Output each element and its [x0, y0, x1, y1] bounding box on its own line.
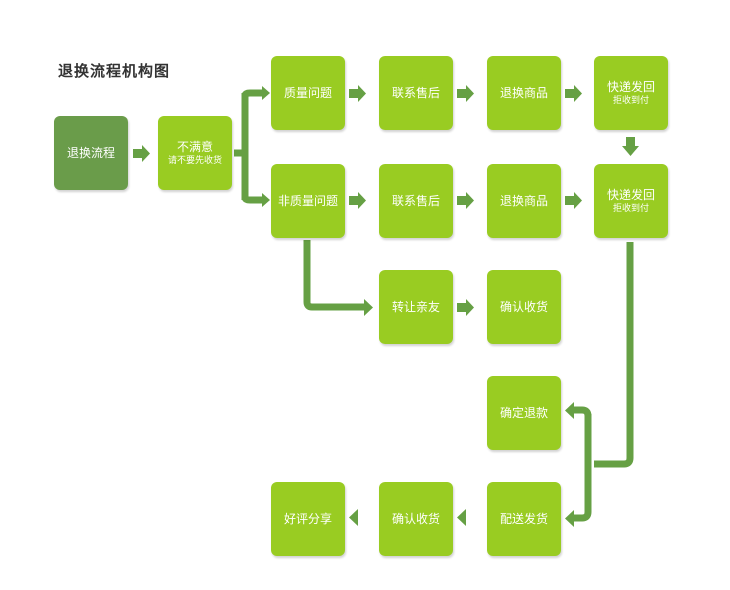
node-label: 转让亲友 — [391, 299, 440, 314]
node-good-review: 好评分享 — [271, 482, 345, 556]
node-label: 退换商品 — [499, 193, 548, 208]
node-sublabel: 拒收到付 — [612, 95, 649, 106]
node-ship-back-1: 快递发回 拒收到付 — [594, 56, 668, 130]
node-sublabel: 请不要先收货 — [167, 155, 222, 166]
node-label: 不满意 — [176, 139, 213, 154]
arrowhead-nonquality — [262, 193, 270, 207]
node-contact-service-2: 联系售后 — [379, 164, 453, 238]
node-contact-service-1: 联系售后 — [379, 56, 453, 130]
node-confirm-receipt-1: 确认收货 — [487, 270, 561, 344]
diagram-title: 退换流程机构图 — [58, 62, 171, 80]
node-label: 快递发回 — [606, 79, 655, 94]
node-label: 退换流程 — [66, 145, 115, 160]
arrow-r2-1 — [349, 192, 366, 209]
arrow-r2-2 — [457, 192, 474, 209]
arrow-r3-1 — [457, 299, 474, 316]
branch-bracket-bottom — [241, 196, 262, 204]
node-sublabel: 拒收到付 — [612, 203, 649, 214]
node-label: 确认收货 — [391, 511, 440, 526]
node-deliver: 配送发货 — [487, 482, 561, 556]
node-return-goods-2: 退换商品 — [487, 164, 561, 238]
arrow-down-shipback — [622, 137, 639, 156]
node-label: 质量问题 — [283, 85, 332, 100]
node-confirm-receipt-2: 确认收货 — [379, 482, 453, 556]
node-quality-issue: 质量问题 — [271, 56, 345, 130]
arrow-start-to-unsatisfied — [133, 145, 150, 162]
node-non-quality-issue: 非质量问题 — [271, 164, 345, 238]
branch-bracket-top — [241, 89, 262, 97]
node-label: 确认收货 — [499, 299, 548, 314]
arrow-bottom-2 — [349, 509, 358, 526]
arrow-r1-2 — [457, 85, 474, 102]
branch-bracket — [234, 93, 249, 200]
arrow-r1-3 — [565, 85, 582, 102]
node-label: 非质量问题 — [277, 193, 338, 208]
arrowhead-quality — [262, 86, 270, 100]
node-start: 退换流程 — [54, 116, 128, 190]
node-label: 好评分享 — [283, 511, 332, 526]
node-ship-back-2: 快递发回 拒收到付 — [594, 164, 668, 238]
connector-to-refund — [574, 406, 592, 417]
connector-to-deliver — [574, 511, 592, 522]
arrowhead-deliver — [565, 510, 574, 527]
arrow-r2-3 — [565, 192, 582, 209]
arrow-r1-1 — [349, 85, 366, 102]
connector-shipback-down — [594, 242, 634, 468]
node-unsatisfied: 不满意 请不要先收货 — [158, 116, 232, 190]
connector-nonquality-to-transfer — [303, 240, 364, 311]
node-transfer-friend: 转让亲友 — [379, 270, 453, 344]
node-confirm-refund: 确定退款 — [487, 376, 561, 450]
node-label: 确定退款 — [499, 405, 548, 420]
node-return-goods-1: 退换商品 — [487, 56, 561, 130]
node-label: 配送发货 — [499, 511, 548, 526]
arrowhead-refund — [565, 402, 574, 419]
node-label: 快递发回 — [606, 187, 655, 202]
arrowhead-transfer — [364, 299, 373, 316]
arrow-bottom-1 — [457, 509, 466, 526]
node-label: 联系售后 — [391, 85, 440, 100]
node-label: 联系售后 — [391, 193, 440, 208]
node-label: 退换商品 — [499, 85, 548, 100]
